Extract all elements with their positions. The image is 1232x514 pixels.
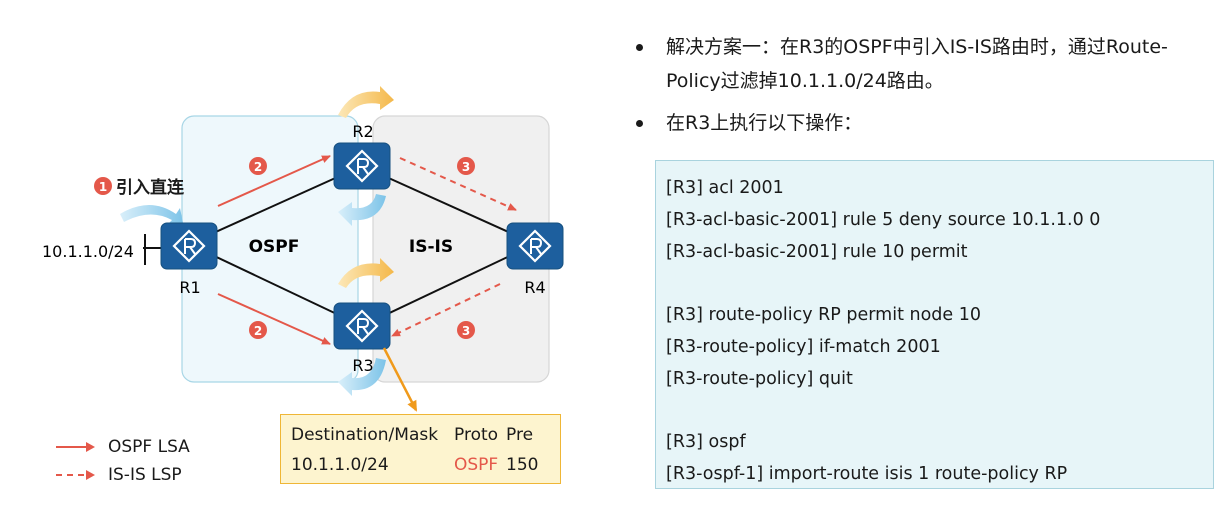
row-pre: 150	[506, 455, 539, 475]
ospf-lsa-arrow-top	[217, 155, 331, 207]
network-diagram: 2 2 3 3 1 引入直连 R1 R2 R3 R4 OSPF IS-IS 10…	[42, 86, 565, 412]
solution-bullets: 解决方案一：在R3的OSPF中引入IS-IS路由时，通过Route-Policy…	[630, 30, 1220, 148]
network-label: 10.1.1.0/24	[42, 242, 134, 261]
bullet-solution: 解决方案一：在R3的OSPF中引入IS-IS路由时，通过Route-Policy…	[630, 30, 1220, 98]
router-r2-label: R2	[352, 122, 373, 141]
row-proto: OSPF	[454, 455, 499, 475]
config-blank-line	[666, 268, 1213, 300]
route-table-row: 10.1.1.0/24 OSPF 150	[291, 455, 538, 475]
link-r2-r4	[361, 165, 536, 245]
import-arrow-r3-blue	[338, 358, 386, 396]
step-badge-3-top: 3	[457, 157, 475, 175]
link-r1-r2	[188, 165, 363, 245]
router-r2-icon	[332, 141, 392, 191]
config-blank-line	[666, 396, 1213, 428]
legend-isis-lsp: IS-IS LSP	[56, 461, 190, 489]
link-r3-r4	[361, 243, 536, 327]
header-proto: Proto	[454, 425, 499, 445]
header-pre: Pre	[506, 425, 534, 445]
config-line: [R3] acl 2001	[666, 178, 784, 198]
router-r3-icon	[332, 301, 392, 351]
step1-label: 引入直连	[116, 177, 185, 198]
config-line: [R3-ospf-1] import-route isis 1 route-po…	[666, 464, 1068, 485]
ospf-lsa-arrow-bottom	[217, 293, 331, 345]
bullet-steps: 在R3上执行以下操作：	[630, 106, 1220, 140]
step-badge-3-bottom: 3	[457, 321, 475, 339]
router-r4-label: R4	[524, 278, 545, 297]
legend-ospf-lsa-label: OSPF LSA	[108, 437, 190, 457]
router-r3-label: R3	[352, 356, 373, 375]
import-arrow-r3-orange	[338, 258, 394, 288]
import-arrow-r2-blue	[338, 194, 386, 226]
ospf-area-label: OSPF	[249, 237, 300, 257]
bullet-dot-icon	[636, 44, 643, 51]
svg-text:3: 3	[462, 324, 470, 338]
callout-arrow	[382, 347, 418, 412]
svg-text:1: 1	[99, 180, 107, 194]
header-dest: Destination/Mask	[291, 425, 439, 445]
isis-lsp-arrow-bottom	[391, 283, 501, 337]
bullet-dot-icon	[636, 120, 643, 127]
legend-solid-arrow-icon	[56, 442, 95, 452]
link-r1-r3	[188, 243, 363, 327]
svg-text:2: 2	[254, 324, 262, 338]
legend: OSPF LSA IS-IS LSP	[56, 433, 190, 489]
svg-text:2: 2	[254, 160, 262, 174]
step-badge-2-bottom: 2	[249, 321, 267, 339]
router-r4-icon	[505, 221, 565, 271]
route-table: Destination/Mask Proto Pre 10.1.1.0/24 OSPF…	[280, 414, 561, 484]
bullet-solution-text: 解决方案一：在R3的OSPF中引入IS-IS路由时，通过Route-Policy…	[666, 36, 1168, 92]
row-dest: 10.1.1.0/24	[291, 455, 389, 475]
legend-dashed-arrow-icon	[56, 470, 95, 480]
legend-ospf-lsa: OSPF LSA	[56, 433, 190, 461]
import-arrow-r2-orange	[338, 86, 394, 118]
config-line: [R3-route-policy] if-match 2001	[666, 336, 941, 357]
svg-text:3: 3	[462, 160, 470, 174]
route-table-header: Destination/Mask Proto Pre	[291, 425, 533, 445]
legend-isis-lsp-label: IS-IS LSP	[108, 465, 182, 485]
isis-area-label: IS-IS	[409, 237, 453, 257]
router-r1-label: R1	[179, 278, 200, 297]
config-code-box: [R3] acl 2001 [R3-acl-basic-2001] rule 5…	[655, 160, 1214, 489]
config-line: [R3-acl-basic-2001] rule 5 deny source 1…	[666, 209, 1101, 230]
config-line: [R3] ospf	[666, 432, 746, 453]
config-line: [R3-route-policy] quit	[666, 368, 853, 389]
config-line: [R3-acl-basic-2001] rule 10 permit	[666, 241, 968, 262]
router-r1-icon	[159, 221, 219, 271]
config-line: [R3] route-policy RP permit node 10	[666, 305, 982, 326]
import-arrow-r1-blue	[120, 205, 184, 228]
bullet-steps-text: 在R3上执行以下操作：	[666, 112, 863, 134]
step-badge-2-top: 2	[249, 157, 267, 175]
step-badge-1: 1	[94, 177, 112, 195]
